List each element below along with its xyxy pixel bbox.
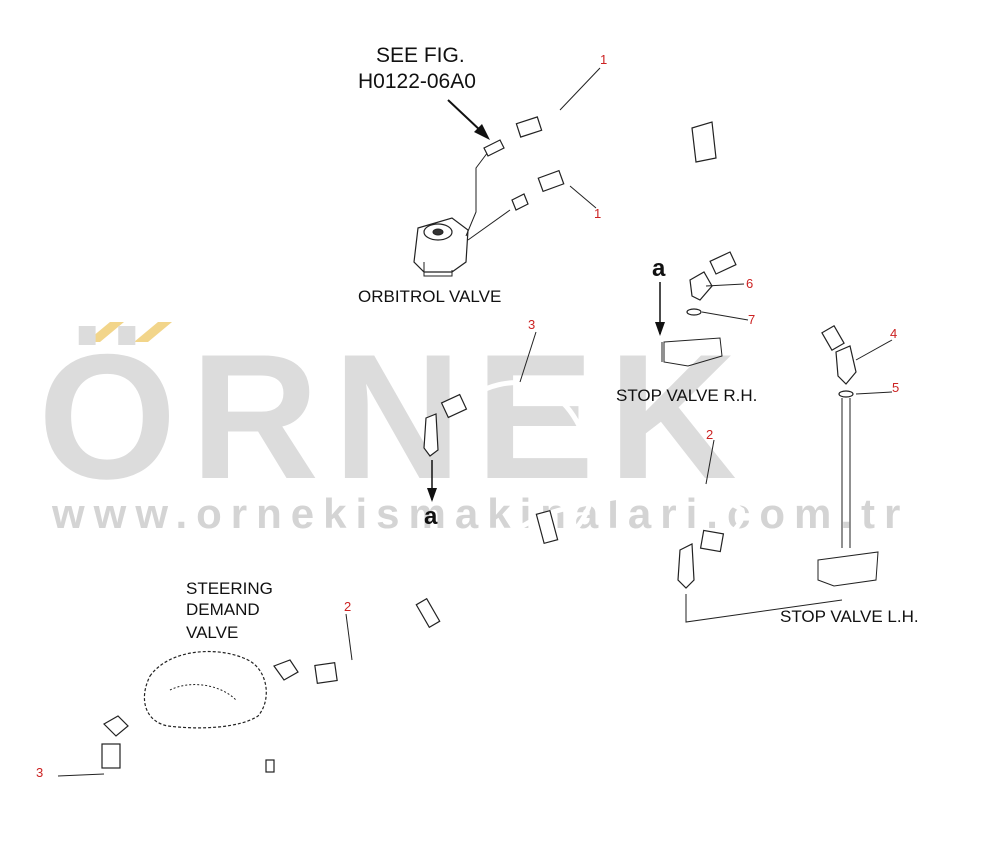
watermark-accent-right — [134, 322, 172, 342]
callout-3-left: 3 — [36, 765, 43, 780]
stop-valve-rh — [661, 271, 723, 367]
callout-1-top: 1 — [600, 52, 607, 67]
callout-4: 4 — [890, 326, 897, 341]
callout-3-top: 3 — [528, 317, 535, 332]
stop-valve-lh-label: STOP VALVE L.H. — [780, 607, 919, 626]
watermark-accent-left — [86, 322, 124, 342]
fitting-view-a — [423, 413, 439, 502]
callout-1-mid: 1 — [594, 206, 601, 221]
steering-demand-valve — [103, 650, 299, 737]
orbitrol-valve — [413, 139, 529, 277]
view-a-label-top: a — [652, 255, 666, 282]
hose-1-lower — [537, 131, 775, 275]
callout-7: 7 — [748, 312, 755, 327]
see-fig-label-line2: H0122-06A0 — [358, 70, 476, 93]
see-fig-arrow — [447, 99, 490, 140]
callout-2-left: 2 — [344, 599, 351, 614]
orbitrol-valve-label: ORBITROL VALVE — [358, 287, 501, 306]
see-fig-label-line1: SEE FIG. — [376, 44, 465, 67]
steering-demand-label-line1: STEERING — [186, 579, 273, 598]
steering-demand-label-line3: VALVE — [186, 623, 238, 642]
hose-1-upper — [515, 109, 845, 351]
steering-demand-label-line2: DEMAND — [186, 600, 260, 619]
watermark: ÖRNEK www.ornekismakinalari.com.tr — [38, 317, 909, 537]
stop-valve-lh — [817, 345, 879, 587]
hose-3-arc — [101, 380, 596, 806]
hose-2-long — [314, 489, 746, 684]
stop-valve-rh-label: STOP VALVE R.H. — [616, 386, 757, 405]
watermark-url: www.ornekismakinalari.com.tr — [51, 490, 909, 537]
callout-leaders — [57, 67, 893, 777]
callout-5: 5 — [892, 380, 899, 395]
watermark-brand: ÖRNEK — [38, 317, 751, 516]
view-a-arrow-top — [655, 282, 665, 336]
callout-2-right: 2 — [706, 427, 713, 442]
hose-clamps-lower — [265, 509, 559, 773]
callout-6: 6 — [746, 276, 753, 291]
view-a-label-bottom: a — [424, 503, 438, 530]
hose-clamp-top — [691, 121, 717, 163]
fitting-lh-line — [677, 543, 843, 623]
